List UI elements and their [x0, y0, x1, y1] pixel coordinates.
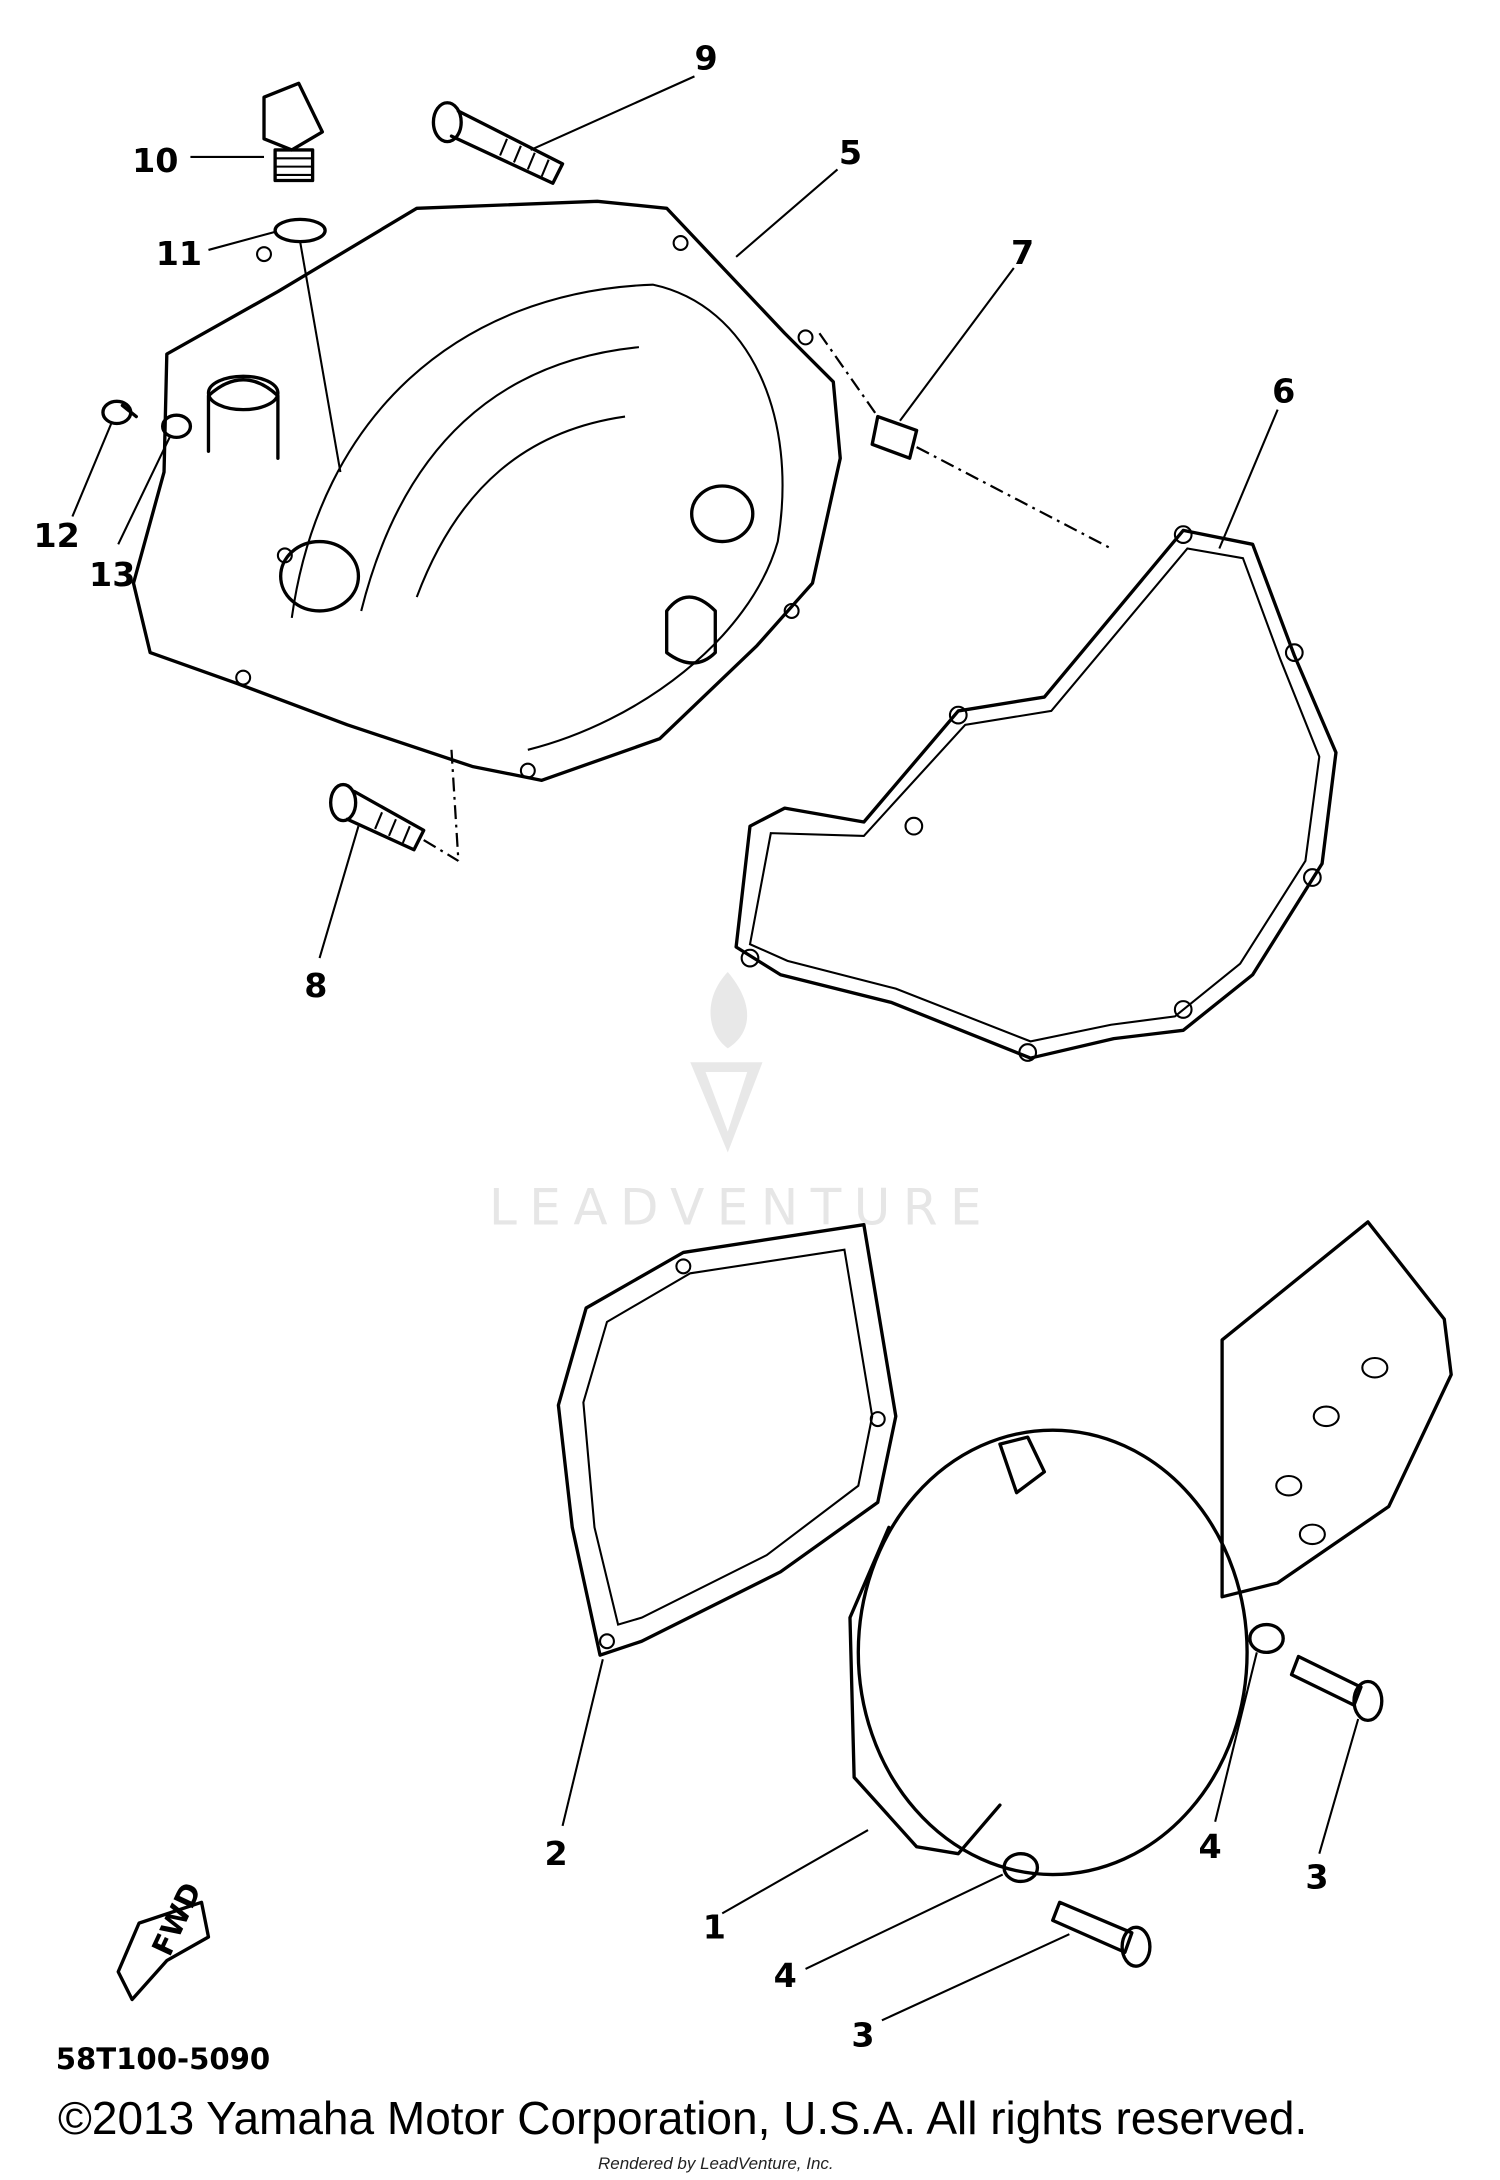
callout-9: 9 [694, 38, 717, 77]
callout-4: 4 [1198, 1827, 1221, 1866]
part-4-washer[interactable] [1248, 1622, 1285, 1655]
part-3-bolt[interactable] [1051, 1900, 1152, 1968]
part-2-gasket[interactable] [556, 1223, 898, 1657]
part-3-bolt[interactable] [1289, 1654, 1384, 1723]
part-11-o-ring[interactable] [273, 217, 342, 473]
diagram-code: 58T100-5090 [56, 2042, 270, 2076]
leader-lines [71, 75, 1360, 2022]
callout-10: 10 [132, 141, 178, 180]
rendered-by-note: Rendered by LeadVenture, Inc. [598, 2154, 834, 2173]
copyright-notice: ©2013 Yamaha Motor Corporation, U.S.A. A… [58, 2092, 1308, 2144]
callout-2: 2 [544, 1834, 567, 1873]
fwd-arrow-icon: FWD [116, 1877, 211, 2002]
callout-12: 12 [34, 516, 80, 555]
callout-6: 6 [1272, 372, 1295, 411]
part-6-gasket[interactable] [734, 525, 1338, 1062]
callout-8: 8 [304, 966, 327, 1005]
part-12-bolt[interactable] [101, 399, 138, 426]
part-4-washer[interactable] [1002, 1852, 1040, 1884]
watermark-text: LEADVENTURE [489, 1179, 994, 1237]
callout-5: 5 [839, 133, 862, 172]
callout-3: 3 [1305, 1857, 1328, 1896]
part-1-cover[interactable] [848, 1220, 1453, 1877]
part-9-bolt[interactable] [431, 101, 565, 185]
part-13-washer[interactable] [160, 413, 193, 440]
flame-icon [710, 971, 748, 1049]
callout-4: 4 [774, 1956, 797, 1995]
callout-7: 7 [1011, 233, 1034, 272]
v-logo-icon [690, 1062, 763, 1153]
callout-11: 11 [156, 234, 202, 273]
part-8-bolt[interactable] [328, 782, 459, 862]
part-5-crankcase-cover[interactable] [131, 199, 842, 861]
part-7-dowel-pin[interactable] [818, 332, 1112, 550]
callout-13: 13 [89, 555, 135, 594]
callout-1: 1 [703, 1907, 726, 1946]
leadventure-watermark: LEADVENTURE [489, 971, 994, 1237]
part-10-plug[interactable] [262, 81, 324, 183]
callout-3: 3 [851, 2016, 874, 2055]
